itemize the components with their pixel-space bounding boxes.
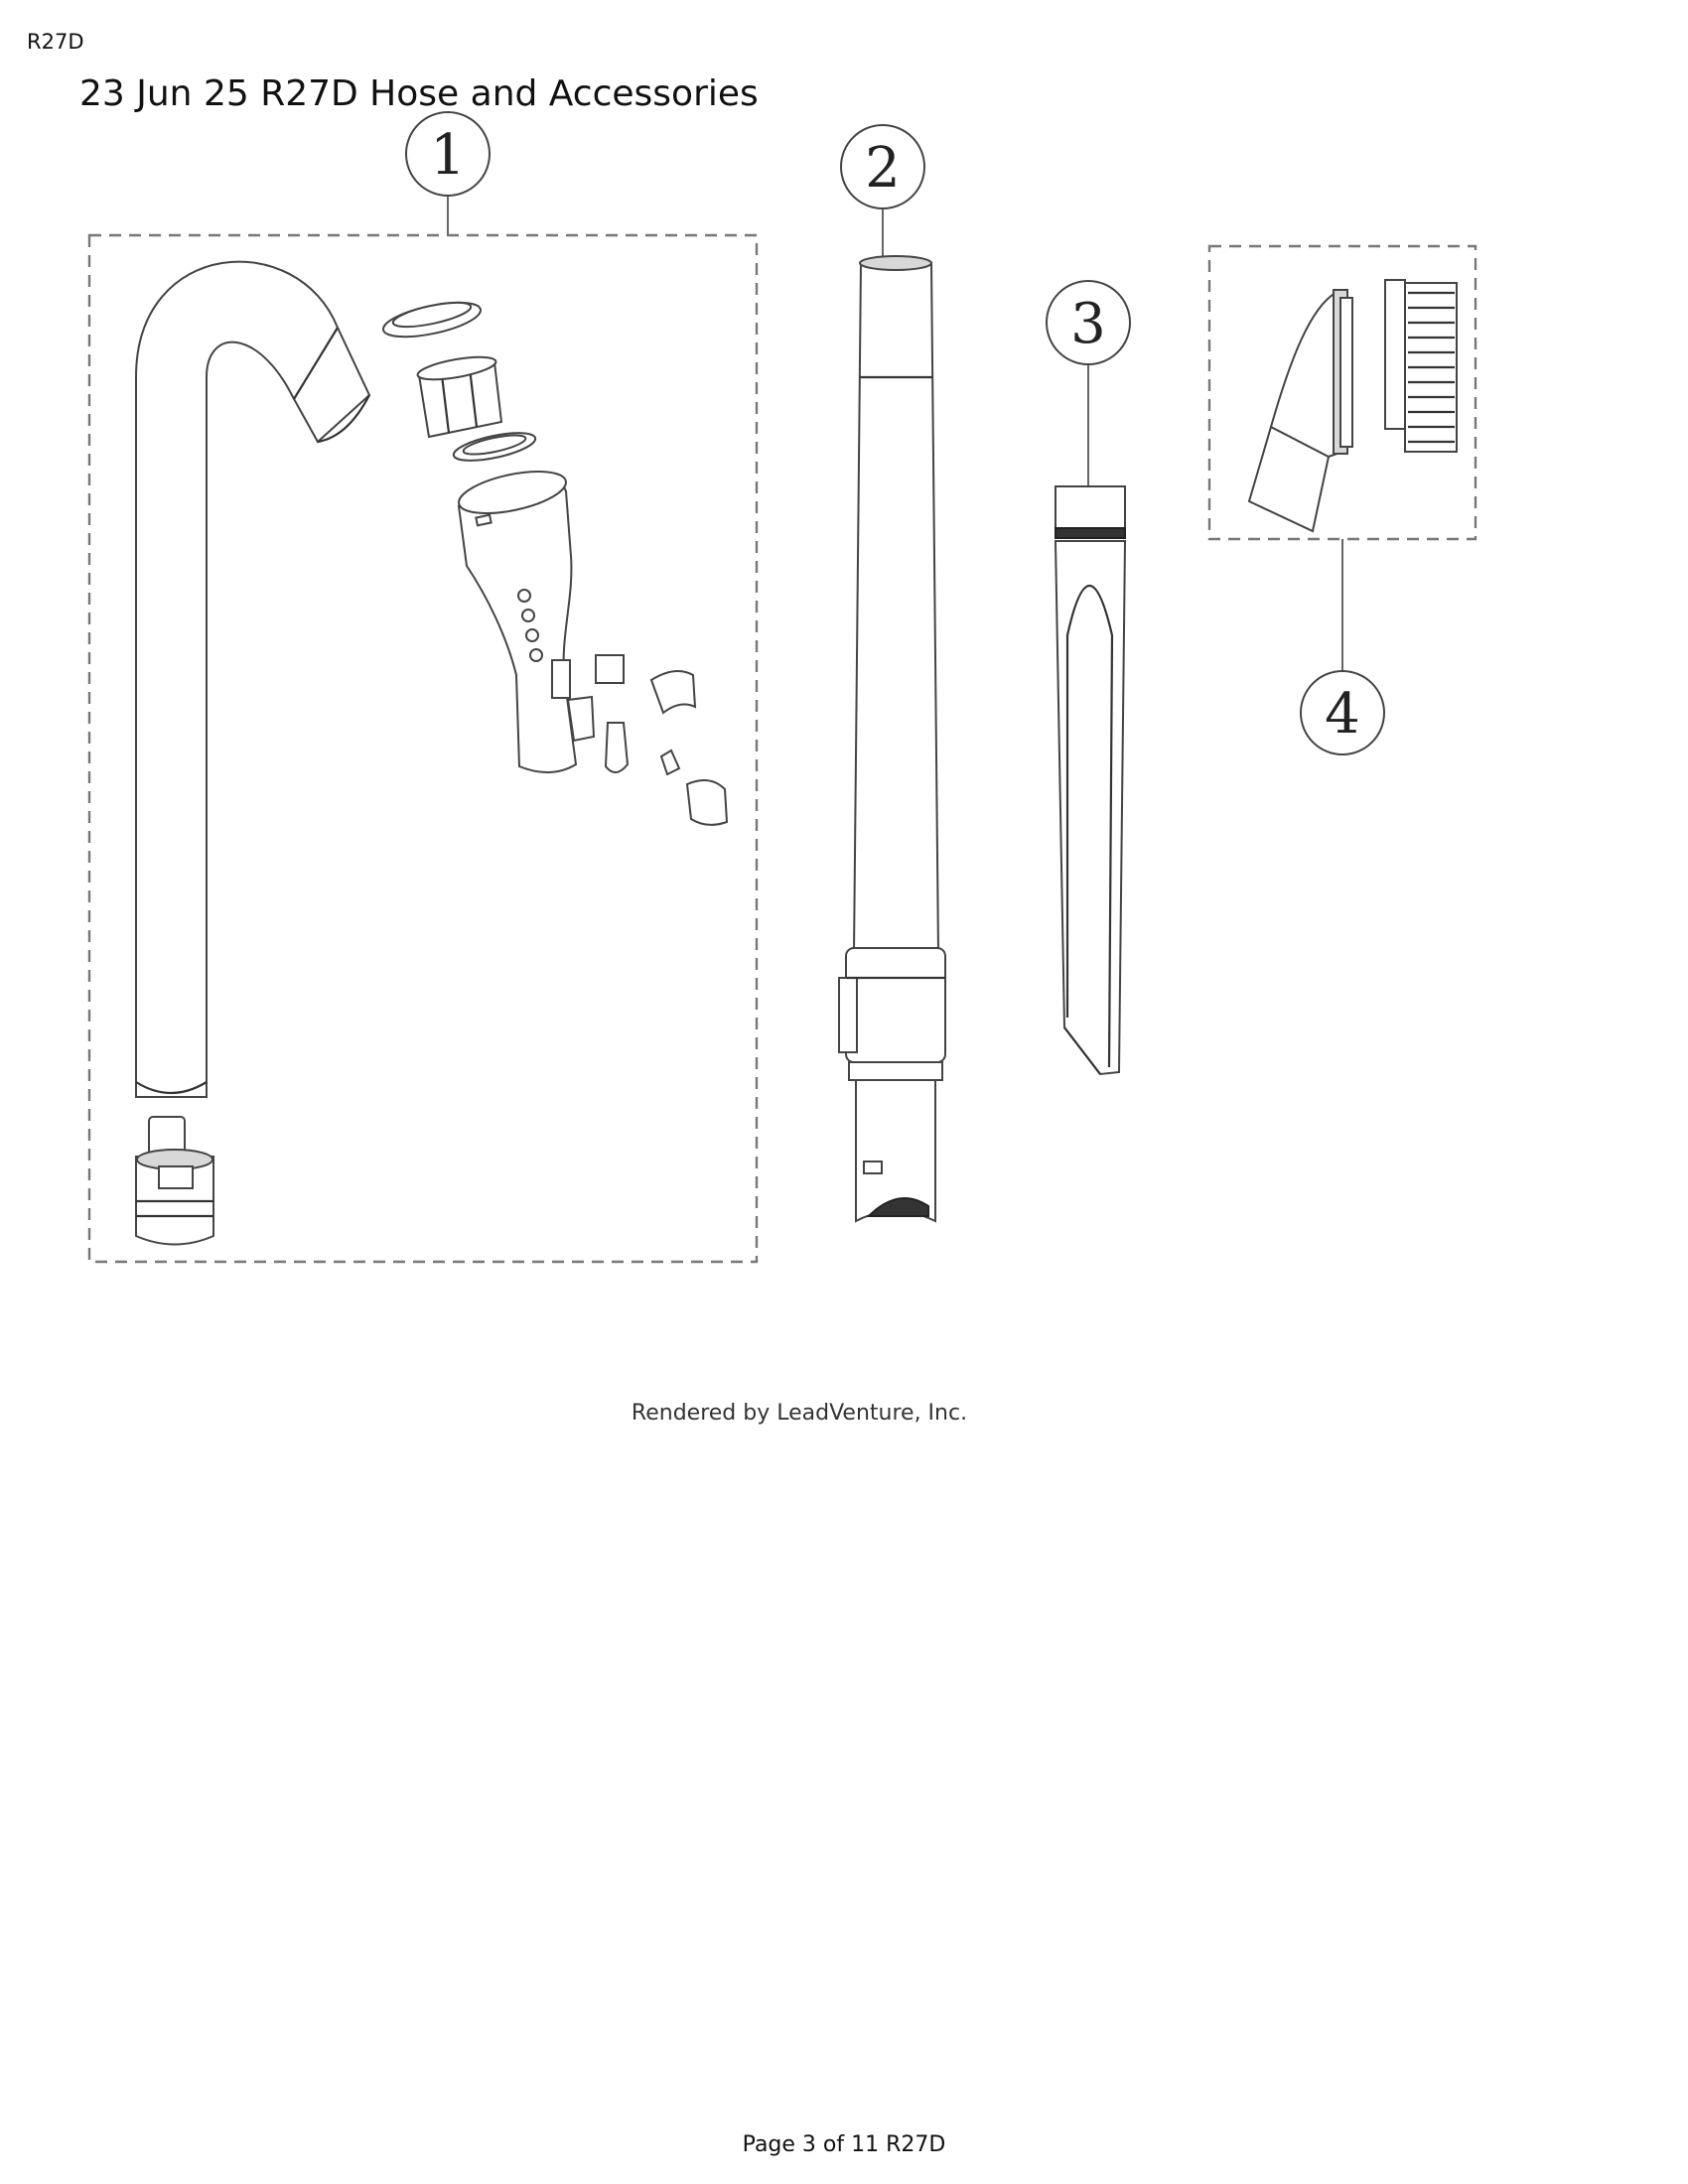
document-code: R27D bbox=[27, 30, 84, 54]
hose-assembly-group: 1 bbox=[87, 111, 759, 1264]
handle-seal-ring bbox=[452, 432, 537, 462]
callout-1-number: 1 bbox=[430, 123, 466, 188]
handle-coupler bbox=[416, 355, 503, 439]
extension-wand-group: 2 bbox=[838, 124, 946, 1223]
callout-3-number: 3 bbox=[1070, 292, 1106, 356]
brush-bristles bbox=[1404, 282, 1458, 453]
release-button bbox=[685, 779, 729, 826]
callout-4-number: 4 bbox=[1325, 682, 1360, 747]
callout-4: 4 bbox=[1300, 670, 1385, 755]
page-footer: Page 3 of 11 R27D bbox=[742, 2132, 946, 2157]
callout-2-number: 2 bbox=[865, 136, 901, 201]
crevice-tool bbox=[1054, 485, 1127, 1076]
handle-ring-top bbox=[382, 301, 482, 339]
extension-wand bbox=[838, 255, 946, 1223]
hose-cuff bbox=[135, 1116, 214, 1246]
render-credit: Rendered by LeadVenture, Inc. bbox=[632, 1401, 967, 1426]
hose-handle bbox=[457, 471, 578, 773]
hose-assembly-box bbox=[87, 233, 759, 1264]
trigger-cover bbox=[649, 670, 697, 715]
crevice-tool-group: 3 bbox=[1046, 280, 1131, 1076]
page-title: 23 Jun 25 R27D Hose and Accessories bbox=[79, 73, 759, 114]
callout-1: 1 bbox=[405, 111, 491, 197]
hose bbox=[135, 260, 371, 1098]
dusting-brush bbox=[1247, 279, 1458, 533]
dusting-brush-group: 4 bbox=[1207, 244, 1477, 755]
spring bbox=[659, 749, 681, 776]
callout-3: 3 bbox=[1046, 280, 1131, 365]
trigger-latch bbox=[566, 695, 630, 773]
handle-pad bbox=[595, 654, 625, 684]
callout-2: 2 bbox=[840, 124, 925, 209]
